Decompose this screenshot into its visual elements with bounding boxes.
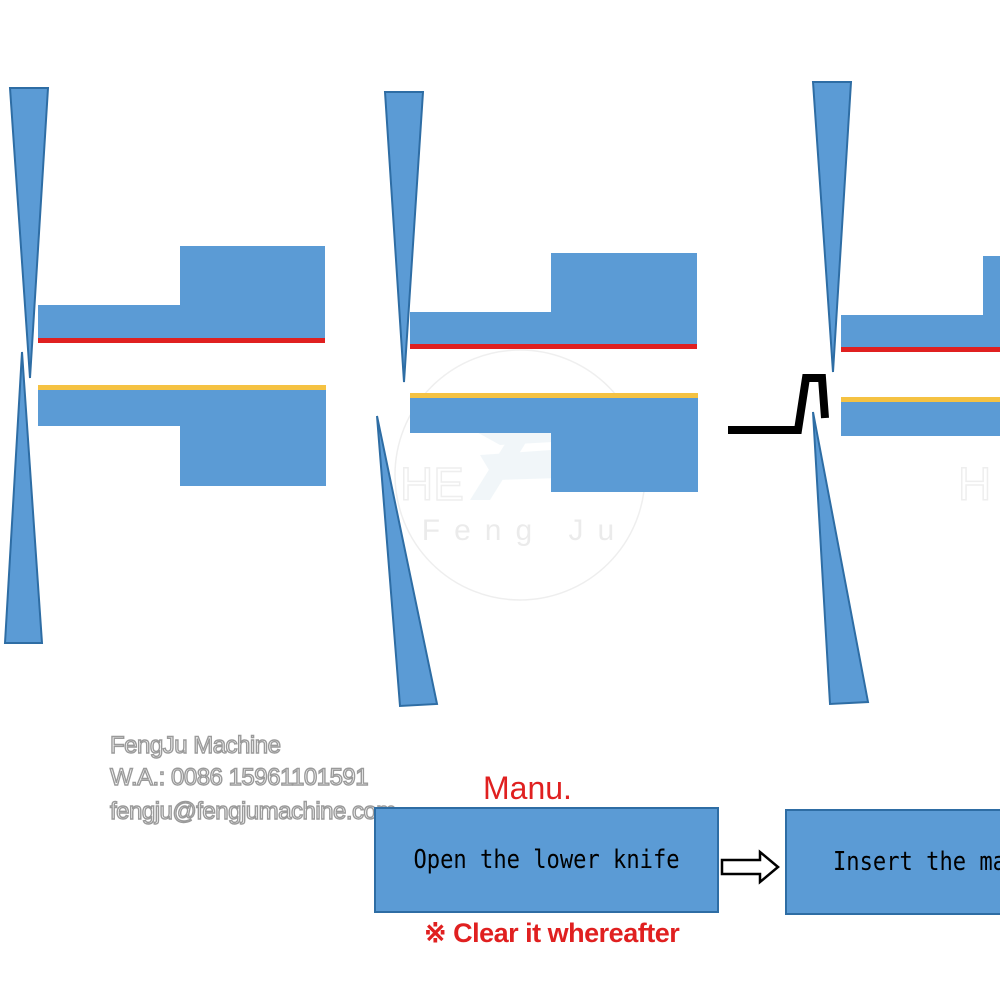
stage2-upper-block: [410, 253, 697, 344]
stage-2-open: [376, 91, 698, 708]
stage2-upper-strip: [410, 344, 697, 349]
step2-label: Insert the mate: [833, 847, 1000, 877]
stage1-upper-knife: [8, 87, 50, 379]
step1-label: Open the lower knife: [413, 845, 680, 875]
stage3-lower-strip: [841, 397, 1000, 402]
stage-3-insert: [728, 81, 1000, 706]
svg-text:HE: HE: [400, 458, 464, 510]
stage2-lower-block: [410, 398, 698, 492]
mode-label: Manu.: [483, 770, 572, 806]
stage1-lower-knife: [3, 351, 44, 644]
stage3-upper-knife: [811, 81, 853, 373]
stage3-upper-strip: [841, 347, 1000, 352]
stage2-lower-strip: [410, 393, 698, 398]
stage2-lower-knife: [376, 415, 439, 708]
stage3-lower-knife: [812, 411, 870, 706]
watermark-phone: W.A.: 0086 15961101591: [109, 764, 369, 791]
stage1-lower-block: [38, 390, 326, 486]
svg-text:H: H: [958, 458, 991, 510]
stage-1-closed: [3, 87, 326, 644]
stage3-lower-block: [841, 402, 1000, 436]
stage3-upper-block: [841, 256, 1000, 347]
clear-note: ※ Clear it whereafter: [424, 918, 680, 948]
watermark-company: FengJu Machine: [109, 732, 281, 759]
stage1-lower-strip: [38, 385, 326, 390]
stage1-upper-block: [38, 246, 325, 338]
stage2-upper-knife: [383, 91, 425, 383]
step-open-lower-knife: Open the lower knife: [374, 807, 719, 913]
motion-path-arrow: [728, 374, 829, 434]
step-insert-material: Insert the mate: [785, 809, 1000, 915]
stage1-upper-strip: [38, 338, 325, 343]
logo-text: Feng Ju: [422, 514, 628, 547]
watermark-email: fengju@fengjumachine.com: [109, 798, 397, 825]
flow-arrow-icon: [720, 849, 780, 885]
